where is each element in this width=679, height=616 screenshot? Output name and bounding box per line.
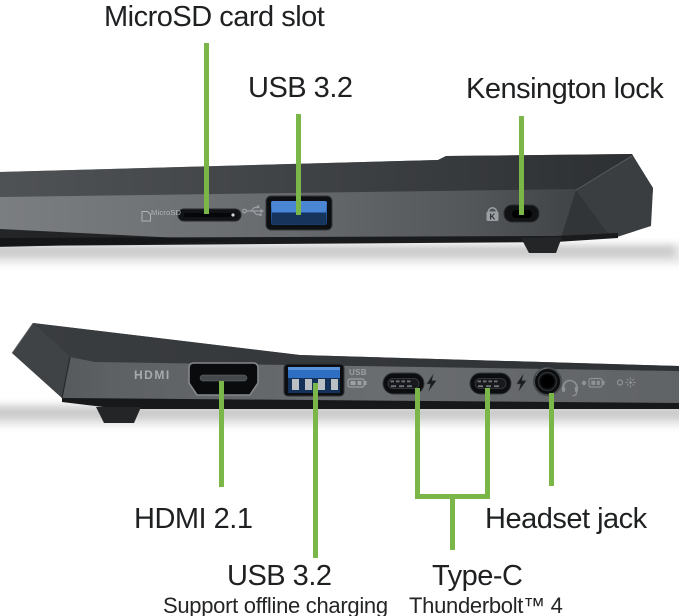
chassis-print-microsd: MicroSD (151, 208, 182, 217)
chassis-print-hdmi: HDMI (134, 368, 171, 382)
callout-line-hdmi (219, 381, 224, 487)
rear-corner-wedge (12, 323, 70, 398)
laptop-right-side-view: K (0, 154, 679, 264)
wedge-crease (61, 356, 71, 399)
kensington-lock-icon: K (486, 207, 499, 222)
label-microsd-card-slot: MicroSD card slot (104, 1, 325, 33)
note-offline-charging: Support offline charging (163, 593, 388, 616)
callout-line-usb-bottom (313, 383, 318, 558)
label-usb-bottom: USB 3.2 (227, 560, 332, 592)
callout-line-microsd (204, 43, 209, 214)
rubber-foot (96, 407, 141, 423)
callout-line-kensington (519, 116, 524, 215)
chassis-top-band (0, 154, 640, 197)
rear-hinge-facet (560, 190, 616, 241)
battery-indicator-icon (581, 377, 605, 388)
headset-jack-port (533, 367, 562, 396)
label-kensington-lock: Kensington lock (466, 73, 664, 105)
hdmi-port (188, 362, 259, 396)
front-lip-shadow (0, 229, 240, 247)
shadow (0, 246, 675, 257)
label-headset-jack: Headset jack (485, 503, 647, 535)
callout-line-typec-stem (450, 494, 455, 550)
usb-a-port-bottom (283, 363, 345, 397)
power-light-indicator-icon (616, 377, 636, 388)
chassis-print-usb-badge: USB (349, 368, 367, 377)
usb-trident-icon (242, 205, 264, 216)
microsd-card-icon (141, 211, 151, 222)
shadow (0, 407, 679, 419)
wedge-highlight (11, 322, 34, 354)
thunderbolt-flash-icon (426, 373, 437, 392)
headset-icon (562, 379, 578, 397)
callout-line-headset (549, 393, 554, 486)
chassis-top-band (33, 323, 679, 371)
callout-line-typec-left (415, 388, 420, 494)
label-usb-top: USB 3.2 (248, 72, 353, 104)
microsd-card-slot (177, 208, 242, 222)
usb-charging-battery-icon (347, 378, 367, 388)
kensington-k-letter: K (490, 213, 496, 222)
usb-c-port-1 (382, 372, 425, 395)
label-hdmi: HDMI 2.1 (134, 503, 253, 535)
usb-c-port-2 (469, 372, 512, 395)
rubber-foot (521, 237, 562, 253)
laptop-left-side-view (0, 322, 679, 426)
bottom-edge (62, 398, 679, 409)
label-typec: Type-C (432, 560, 523, 592)
note-thunderbolt: Thunderbolt™ 4 (409, 593, 563, 616)
callout-line-typec-right (485, 388, 490, 494)
hinge-highlight (575, 155, 633, 191)
thunderbolt-flash-icon (516, 373, 527, 392)
callout-line-usb-top (296, 114, 301, 215)
